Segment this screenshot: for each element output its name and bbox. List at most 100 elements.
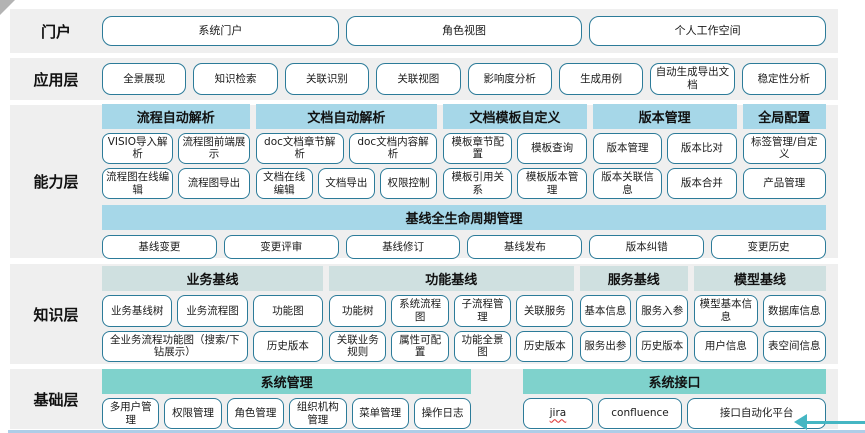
button[interactable]: 模板查询: [517, 132, 587, 164]
button[interactable]: 数据库信息: [762, 295, 827, 327]
group-business-baseline: 业务基线 业务基线树业务流程图功能图 全业务流程功能图（搜索/下钻展示）历史版本: [102, 266, 324, 362]
button[interactable]: 基线发布: [467, 235, 583, 260]
teal-arrow-line: [801, 421, 865, 424]
layer-application: 应用层 全景展现知识检索关联识别关联视图影响度分析生成用例自动生成导出文档稳定性…: [10, 58, 838, 100]
button[interactable]: jira: [523, 397, 593, 430]
button[interactable]: 基线修订: [345, 235, 461, 260]
button[interactable]: 流程图前端展示: [178, 132, 250, 164]
knowledge-content: 业务基线 业务基线树业务流程图功能图 全业务流程功能图（搜索/下钻展示）历史版本…: [102, 266, 827, 362]
button[interactable]: 影响度分析: [467, 63, 552, 95]
button[interactable]: 服务出参: [579, 330, 632, 362]
baseline-button-row: 基线变更变更评审基线修订基线发布版本纠错变更历史: [102, 235, 826, 260]
button[interactable]: 全景展现: [102, 63, 187, 95]
button[interactable]: 历史版本: [636, 330, 689, 362]
knowledge-groups: 业务基线 业务基线树业务流程图功能图 全业务流程功能图（搜索/下钻展示）历史版本…: [102, 266, 827, 362]
button[interactable]: 模板版本管理: [517, 168, 587, 200]
button-row: 文档在线编辑文档导出权限控制: [255, 168, 438, 200]
button[interactable]: 属性可配置: [391, 330, 449, 362]
button[interactable]: doc文档章节解析: [255, 132, 344, 164]
button[interactable]: 版本合并: [667, 168, 737, 200]
button[interactable]: 基线变更: [102, 235, 217, 260]
button[interactable]: 版本纠错: [589, 235, 705, 260]
button[interactable]: 功能图: [252, 295, 324, 327]
button[interactable]: 历史版本: [516, 330, 574, 362]
group-service-baseline: 服务基线 基本信息服务入参 服务出参历史版本: [579, 266, 689, 362]
button[interactable]: 稳定性分析: [741, 63, 826, 95]
button[interactable]: 组织机构管理: [289, 397, 347, 430]
button[interactable]: 标签管理/自定义: [742, 132, 826, 164]
button[interactable]: 关联服务: [516, 295, 574, 327]
button-row: 版本管理版本比对: [592, 132, 737, 164]
button[interactable]: 版本比对: [667, 132, 737, 164]
button[interactable]: 个人工作空间: [589, 16, 827, 46]
capability-content: 流程自动解析 VISIO导入解析流程图前端展示 流程图在线编辑流程图导出 文档自…: [102, 103, 826, 260]
button[interactable]: 模板引用关系: [443, 168, 513, 200]
button[interactable]: 历史版本: [252, 330, 324, 362]
button[interactable]: confluence: [597, 397, 683, 430]
button[interactable]: 表空间信息: [762, 330, 827, 362]
button[interactable]: 文档导出: [317, 168, 375, 200]
group-header: 文档自动解析: [255, 103, 438, 129]
button[interactable]: 产品管理: [742, 168, 826, 200]
button[interactable]: 业务流程图: [177, 295, 248, 327]
foundation-spacer: [477, 369, 517, 429]
button[interactable]: 关联识别: [284, 63, 370, 95]
button[interactable]: 权限控制: [379, 168, 438, 200]
button[interactable]: 业务基线树: [102, 295, 173, 327]
button[interactable]: 关联业务规则: [329, 330, 387, 362]
layer-portal: 门户 系统门户角色视图个人工作空间: [10, 9, 838, 53]
button-row: 模板引用关系模板版本管理: [443, 168, 587, 200]
button[interactable]: 角色管理: [226, 397, 285, 430]
button[interactable]: 模型基本信息: [694, 295, 758, 327]
group-header: 系统管理: [102, 368, 472, 394]
button[interactable]: 多用户管理: [102, 397, 160, 430]
button[interactable]: 全业务流程功能图（搜索/下钻展示）: [102, 330, 248, 362]
group-header: 文档模板自定义: [443, 103, 587, 129]
button[interactable]: 用户信息: [694, 330, 758, 362]
group-header: 系统接口: [523, 368, 826, 394]
button[interactable]: 操作日志: [413, 397, 472, 430]
button[interactable]: 流程图在线编辑: [102, 168, 174, 200]
button[interactable]: 版本管理: [592, 132, 663, 164]
group-doc-template-custom: 文档模板自定义 模板章节配置模板查询 模板引用关系模板版本管理: [443, 103, 587, 200]
button[interactable]: 系统流程图: [391, 295, 449, 327]
button[interactable]: 文档在线编辑: [255, 168, 313, 200]
foundation-groups: 系统管理 多用户管理权限管理角色管理组织机构管理菜单管理操作日志 系统接口 ji…: [102, 368, 826, 430]
button[interactable]: 角色视图: [345, 16, 583, 46]
button[interactable]: 权限管理: [164, 397, 222, 430]
button[interactable]: 功能全景图: [453, 330, 512, 362]
button[interactable]: 变更评审: [223, 235, 339, 260]
button-row: 多用户管理权限管理角色管理组织机构管理菜单管理操作日志: [102, 397, 472, 430]
button[interactable]: 系统门户: [102, 16, 339, 46]
button[interactable]: 版本关联信息: [592, 168, 663, 200]
button[interactable]: 生成用例: [558, 63, 644, 95]
portal-button-row: 系统门户角色视图个人工作空间: [102, 16, 827, 46]
button[interactable]: 功能树: [329, 295, 387, 327]
button[interactable]: 变更历史: [711, 235, 826, 260]
layer-label-portal: 门户: [40, 22, 71, 41]
group-model-baseline: 模型基线 模型基本信息数据库信息 用户信息表空间信息: [694, 266, 827, 362]
button[interactable]: 基本信息: [579, 295, 632, 327]
layer-label-foundation: 基础层: [33, 390, 79, 409]
foundation-content: 系统管理 多用户管理权限管理角色管理组织机构管理菜单管理操作日志 系统接口 ji…: [102, 368, 826, 430]
button[interactable]: 模板章节配置: [443, 132, 513, 164]
button[interactable]: doc文档内容解析: [348, 132, 438, 164]
button-row: 产品管理: [742, 168, 826, 200]
button[interactable]: 流程图导出: [178, 168, 250, 200]
group-header: 版本管理: [592, 103, 737, 129]
button[interactable]: 服务入参: [636, 295, 689, 327]
button[interactable]: 关联视图: [376, 63, 461, 95]
button[interactable]: 自动生成导出文档: [650, 63, 735, 95]
group-system-management: 系统管理 多用户管理权限管理角色管理组织机构管理菜单管理操作日志: [102, 368, 472, 430]
button[interactable]: 知识检索: [193, 63, 278, 95]
group-header: 服务基线: [579, 266, 689, 292]
button-row: 标签管理/自定义: [742, 132, 826, 164]
button[interactable]: 菜单管理: [351, 397, 409, 430]
button[interactable]: VISIO导入解析: [102, 132, 174, 164]
bottom-border-line: [8, 430, 865, 433]
button[interactable]: 子流程管理: [453, 295, 512, 327]
